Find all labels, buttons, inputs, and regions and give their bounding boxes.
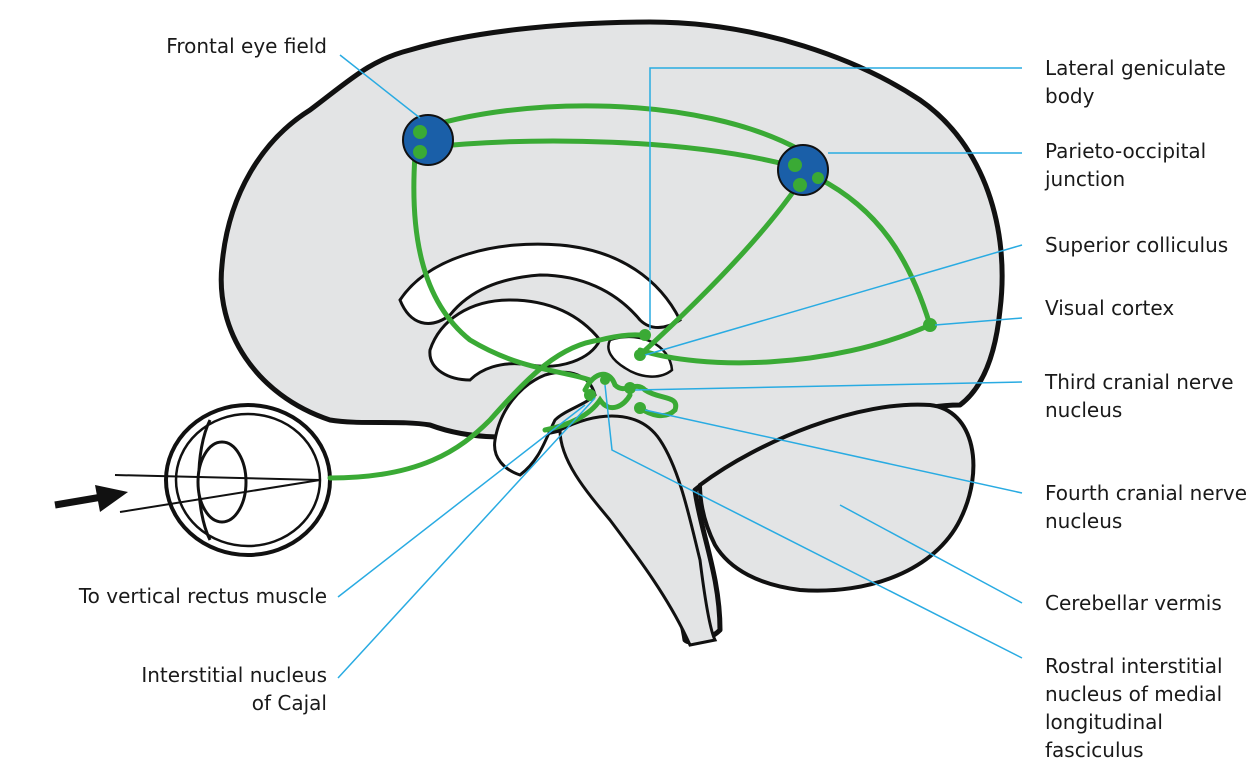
leader-lateral-geniculate — [649, 67, 1022, 330]
label-lateral-geniculate-body: Lateral geniculate body — [1045, 56, 1226, 108]
leader-rostral-interstitial — [604, 384, 1023, 659]
visual-cortex-to-lgb — [637, 322, 933, 366]
leader-fourth-nerve — [644, 409, 1023, 494]
leader-superior-colliculus — [644, 244, 1023, 356]
label-third-cranial-nerve-nucleus: Third cranial nerve nucleus — [1045, 370, 1234, 422]
parieto-occipital-node — [777, 144, 829, 196]
cajal-branch — [542, 392, 633, 433]
eye — [114, 403, 332, 557]
label-visual-cortex: Visual cortex — [1045, 296, 1175, 320]
midbrain-region — [493, 370, 597, 477]
poj-to-visual-cortex — [815, 175, 933, 328]
corpus-callosum — [398, 242, 682, 329]
label-interstitial-nucleus-of-cajal: Interstitial nucleus of Cajal — [141, 663, 327, 715]
fef-to-poj-lower — [417, 138, 791, 168]
label-to-vertical-rectus-muscle: To vertical rectus muscle — [78, 584, 327, 608]
leader-lines — [337, 54, 1023, 679]
leader-third-nerve — [634, 381, 1023, 391]
fef-descending — [411, 152, 593, 383]
arrow-icon — [54, 485, 128, 512]
pathway-endings — [584, 318, 937, 414]
leader-cerebellar-vermis — [839, 504, 1023, 604]
fef-to-poj-upper — [415, 103, 803, 153]
frontal-eye-field-node — [402, 114, 454, 166]
label-rostral-interstitial-nucleus: Rostral interstitial nucleus of medial l… — [1045, 654, 1223, 762]
label-fourth-cranial-nerve-nucleus: Fourth cranial nerve nucleus — [1045, 481, 1247, 533]
cerebellum — [697, 402, 976, 593]
poj-to-sc — [637, 182, 801, 358]
label-parieto-occipital-junction: Parieto-occipital junction — [1045, 139, 1207, 191]
label-cerebellar-vermis: Cerebellar vermis — [1045, 591, 1222, 615]
thalamus-region — [428, 298, 602, 382]
leader-frontal-eye-field — [339, 54, 421, 119]
leader-visual-cortex — [934, 317, 1023, 326]
label-frontal-eye-field: Frontal eye field — [166, 34, 327, 58]
label-superior-colliculus: Superior colliculus — [1045, 233, 1229, 257]
brainstem — [558, 414, 718, 647]
leader-vertical-rectus — [337, 404, 586, 598]
leader-interstitial-cajal — [337, 397, 596, 679]
optic-pathway — [327, 332, 651, 481]
